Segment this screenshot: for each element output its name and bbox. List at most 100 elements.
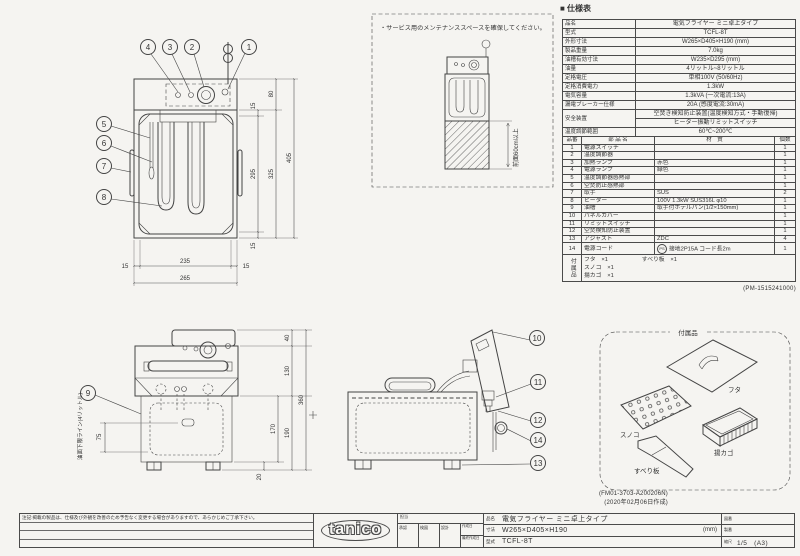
balloon-8-number: 8: [102, 193, 107, 202]
plan-dimensions-right: 15 295 15 80 325 405: [239, 77, 298, 249]
balloon-14: 14: [506, 428, 546, 448]
stamp-check: 検図: [419, 524, 440, 547]
title-block: 担当 承認 検図 設計 作成日 最終作成日 品名 電気フライヤー ミニ卓上タイプ…: [398, 513, 795, 548]
side-view: 10 11 12 14 13: [309, 329, 546, 471]
lid-label: フタ: [728, 385, 741, 394]
basket-drawing: [702, 407, 759, 447]
plan-view: 4 3 2 1 5 6 7: [96, 39, 298, 286]
oil-tank-outline: [138, 113, 234, 235]
dim-75: 75: [97, 433, 103, 440]
temp-knob-front: [199, 341, 217, 359]
opened-panel: [470, 329, 510, 413]
stamp-date-updated: 最終作成日: [462, 536, 480, 540]
dim-190: 190: [285, 427, 291, 438]
rack-label: スノコ: [620, 431, 640, 439]
rack-drawing: [620, 385, 692, 430]
balloon-12: 12: [497, 410, 546, 428]
accessory-item: フタ ×1: [584, 257, 608, 264]
balloon-11-number: 11: [534, 378, 543, 387]
dim-15-bottom: 15: [251, 242, 257, 249]
tank-front: [140, 395, 233, 463]
dim-80: 80: [269, 90, 275, 97]
temp-knob-top: [197, 86, 215, 104]
cord-plug-icon-small: [481, 39, 491, 49]
balloon-14-number: 14: [534, 436, 543, 445]
dim-360: 360: [299, 394, 305, 405]
balloon-9-number: 9: [86, 389, 91, 398]
accessories-row-label: 付属品: [562, 254, 582, 283]
balloon-6-number: 6: [102, 139, 107, 148]
balloon-10-number: 10: [533, 334, 542, 343]
front-handle: [147, 360, 229, 372]
front-view: 9 油面下限ライン(4リットル) 75 20 170 40 130 190 36…: [76, 328, 312, 480]
power-switch-top: [221, 88, 229, 96]
stamp-approve: 承認: [398, 524, 419, 547]
note-empty-row: [20, 531, 313, 540]
service-space-box: ・サービス用のメンテナンススペースを確保してください。 前面60cm以上: [371, 13, 554, 188]
title-field-size: 寸法 W265×D405×H190 (mm): [484, 525, 721, 537]
accessory-box-title: 付属品: [678, 328, 698, 337]
pm-number: (PM-1515241000): [743, 286, 796, 293]
note-empty-row: [20, 523, 313, 531]
accessory-item: すべり板 ×1: [641, 257, 677, 264]
slide-plate-drawing: [637, 435, 694, 478]
dim-15-right: 15: [243, 264, 250, 270]
title-right-dwgno: 図番: [722, 514, 794, 526]
footer-note: 注記:掲載の製品は、仕様及び外観を改善のため予告なく変更する場合がありますので、…: [20, 514, 313, 523]
basket-label: 揚カゴ: [714, 448, 734, 457]
footer: 注記:掲載の製品は、仕様及び外観を改善のため予告なく変更する場合がありますので、…: [19, 513, 795, 548]
parts-header-row: 品番 部 品 名 材 質 個数: [562, 136, 796, 145]
balloon-10: 10: [492, 330, 545, 346]
slide-plate-label: すべり板: [634, 466, 660, 475]
stamp-date-created: 作成日: [461, 524, 483, 536]
balloon-3-number: 3: [168, 43, 173, 52]
stamp-top-label: 担当: [398, 514, 483, 524]
balloon-9: 9: [80, 385, 142, 415]
balloon-2: 2: [184, 39, 205, 88]
balloon-2-number: 2: [190, 43, 195, 52]
title-right-scale: 縮尺 1/5 (A3): [724, 538, 769, 547]
balloon-8: 8: [96, 189, 163, 207]
note-empty-row: [20, 540, 313, 548]
spec-row: 安全装置空焚き検知防止装置(温度検知方式・手動復帰): [562, 109, 796, 128]
temp-sensor: [148, 166, 155, 180]
balloon-13: 13: [461, 455, 546, 471]
cord-grommet: [494, 421, 508, 435]
heater-tube: [157, 122, 175, 211]
dim-130: 130: [285, 365, 291, 376]
accessory-item: スノコ ×1: [584, 265, 614, 272]
stamp-design: 設計: [440, 524, 461, 547]
power-lamp-top: [188, 92, 194, 98]
lid-drawing: [665, 339, 758, 393]
balloon-13-number: 13: [534, 459, 543, 468]
balloon-1: 1: [227, 39, 257, 90]
fm-date: (2020年02月06日作成): [604, 500, 668, 506]
fm-numbers: (FM01-3703-A200206N) (2020年02月06日作成): [500, 490, 668, 508]
balloon-3: 3: [162, 39, 191, 93]
title-block-right: 図番 製番 縮尺 1/5 (A3): [721, 514, 794, 547]
center-mark: [309, 411, 317, 419]
note-box: 注記:掲載の製品は、仕様及び外観を改善のため予告なく変更する場合がありますので、…: [19, 513, 314, 548]
heat-lamp-top: [175, 92, 181, 98]
dim-265: 265: [180, 276, 191, 282]
balloon-7-number: 7: [102, 162, 107, 171]
balloon-1-number: 1: [247, 43, 252, 52]
